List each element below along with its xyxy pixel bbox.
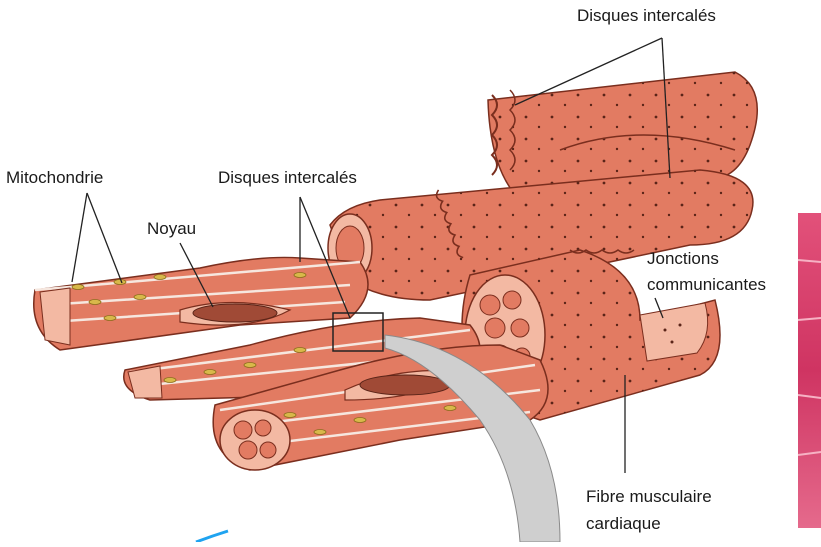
label-disques-intercales-top: Disques intercalés (577, 6, 716, 26)
label-jonctions: Jonctions (647, 249, 719, 269)
label-mitochondrie: Mitochondrie (6, 168, 103, 188)
label-noyau: Noyau (147, 219, 196, 239)
pen-mark (196, 531, 228, 542)
label-fibre-musculaire: Fibre musculaire (586, 487, 712, 507)
tissue-micrograph-strip (798, 213, 821, 528)
label-disques-intercales-mid: Disques intercalés (218, 168, 357, 188)
label-cardiaque: cardiaque (586, 514, 661, 534)
label-communicantes: communicantes (647, 275, 766, 295)
